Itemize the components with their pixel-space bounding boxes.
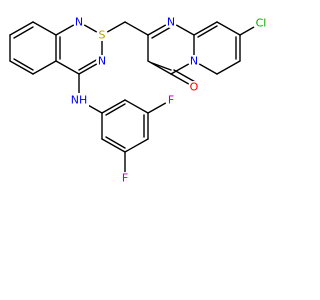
nitrogen-atom-pyrimidine: N: [165, 16, 177, 29]
atom-label-n: N: [167, 16, 175, 29]
bond: [101, 99, 126, 114]
sulfur-atom: S: [96, 29, 108, 42]
atom-layer: Cl O N N S N N: [69, 15, 269, 185]
label-backdrop: [253, 15, 269, 31]
atom-label-n: N: [98, 55, 106, 68]
oxygen-atom: O: [188, 81, 200, 94]
bond: [193, 21, 218, 36]
bond: [32, 60, 57, 75]
bond: [216, 60, 241, 75]
label-backdrop: [96, 29, 108, 41]
label-backdrop: [69, 93, 89, 107]
atom-label-cl: Cl: [256, 17, 267, 30]
bond: [124, 99, 149, 114]
label-backdrop: [165, 16, 177, 28]
label-backdrop: [188, 81, 200, 93]
label-backdrop: [73, 16, 85, 28]
bond: [9, 21, 34, 36]
label-backdrop: [188, 55, 200, 67]
chlorine-atom: Cl: [253, 15, 269, 31]
bond: [55, 60, 80, 75]
bond: [105, 136, 126, 149]
label-backdrop: [165, 94, 177, 106]
bond: [101, 138, 126, 153]
label-backdrop: [96, 55, 108, 67]
bond: [13, 58, 34, 71]
amine-nh-group: NH: [69, 93, 89, 107]
bond: [13, 26, 34, 39]
nitrogen-atom-quinazoline-3: N: [96, 55, 108, 68]
atom-label-o: O: [190, 81, 199, 94]
atom-label-nh: NH: [71, 94, 88, 107]
nitrogen-atom-bridgehead: N: [188, 55, 200, 68]
atom-label-n: N: [190, 55, 198, 68]
bond: [173, 69, 198, 84]
bond: [151, 62, 172, 71]
bond-layer: [9, 21, 262, 179]
bond: [197, 25, 218, 38]
atom-label-s: S: [99, 29, 106, 42]
bond: [32, 21, 57, 36]
atom-label-f: F: [168, 94, 174, 107]
nitrogen-atom-quinazoline-1: N: [73, 16, 85, 29]
bond: [78, 58, 99, 71]
label-backdrop: [119, 172, 131, 184]
bond: [9, 60, 34, 75]
fluorine-atom-top: F: [165, 94, 177, 107]
bond: [124, 138, 149, 153]
molecule-drawing: Cl O N N S N N: [9, 15, 269, 185]
atom-label-n: N: [75, 16, 83, 29]
fluorine-atom-bottom: F: [119, 172, 131, 185]
molecule-svg: Cl O N N S N N: [9, 15, 269, 185]
bond: [124, 21, 149, 36]
bond: [151, 26, 172, 39]
bond: [216, 21, 241, 36]
atom-label-f: F: [122, 172, 128, 185]
bond: [105, 103, 126, 116]
